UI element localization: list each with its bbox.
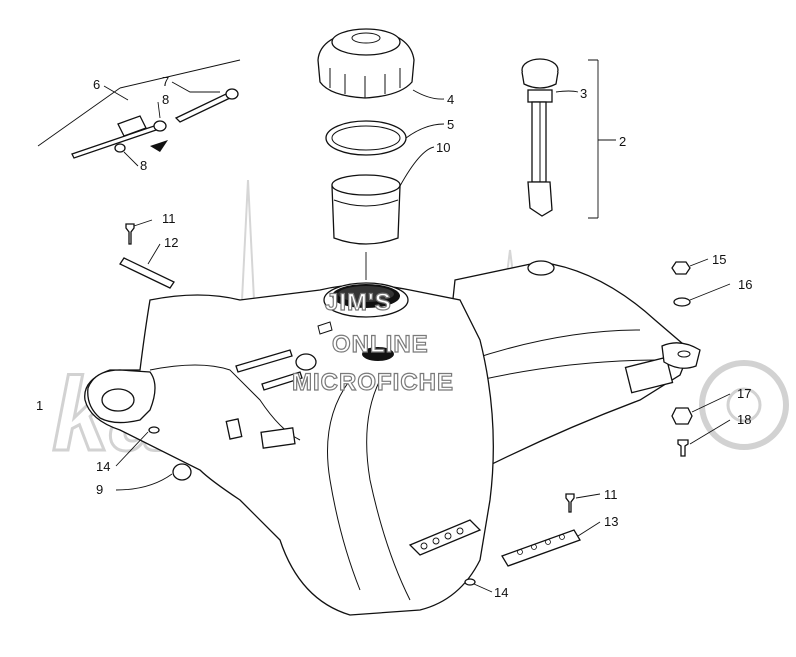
callout-3: 3 xyxy=(580,86,587,101)
callout-14-bottom: 14 xyxy=(494,585,508,600)
callout-11-left: 11 xyxy=(162,211,176,226)
fuel-gauge xyxy=(521,58,559,217)
watermark-line3: MICROFICHE xyxy=(292,369,454,396)
callout-13: 13 xyxy=(604,514,618,529)
callout-2: 2 xyxy=(619,134,626,149)
fuel-tank xyxy=(84,260,691,616)
watermark-line1: JIM'S xyxy=(325,289,392,316)
watermark-text: JIM'S ONLINE MICROFICHE xyxy=(291,288,454,396)
callout-10: 10 xyxy=(436,140,450,155)
filler-sleeve xyxy=(331,174,401,245)
callout-15: 15 xyxy=(712,252,726,267)
gas-cap xyxy=(317,28,415,99)
screw-and-bracket-left xyxy=(119,223,175,289)
right-fasteners xyxy=(661,261,701,457)
tank-studs xyxy=(235,349,317,391)
callout-1: 1 xyxy=(36,398,43,413)
callout-5: 5 xyxy=(447,117,454,132)
leader-lines xyxy=(103,59,731,593)
callout-7: 7 xyxy=(162,74,169,89)
callout-4: 4 xyxy=(447,92,454,107)
callout-labels: 1 2 3 4 5 6 7 8 8 9 10 11 11 12 13 14 14… xyxy=(36,74,752,600)
callout-8-top: 8 xyxy=(162,92,169,107)
callout-16: 16 xyxy=(738,277,752,292)
screw-and-bracket-right xyxy=(501,493,581,567)
bolt-assembly xyxy=(37,59,241,159)
callout-11-right: 11 xyxy=(604,487,618,502)
callout-18: 18 xyxy=(737,412,751,427)
callout-9: 9 xyxy=(96,482,103,497)
bottom-fasteners xyxy=(148,426,476,586)
callout-6: 6 xyxy=(93,77,100,92)
callout-8-bottom: 8 xyxy=(140,158,147,173)
callout-17: 17 xyxy=(737,386,751,401)
callout-14-left: 14 xyxy=(96,459,110,474)
callout-12: 12 xyxy=(164,235,178,250)
watermark-line2: ONLINE xyxy=(332,331,429,358)
